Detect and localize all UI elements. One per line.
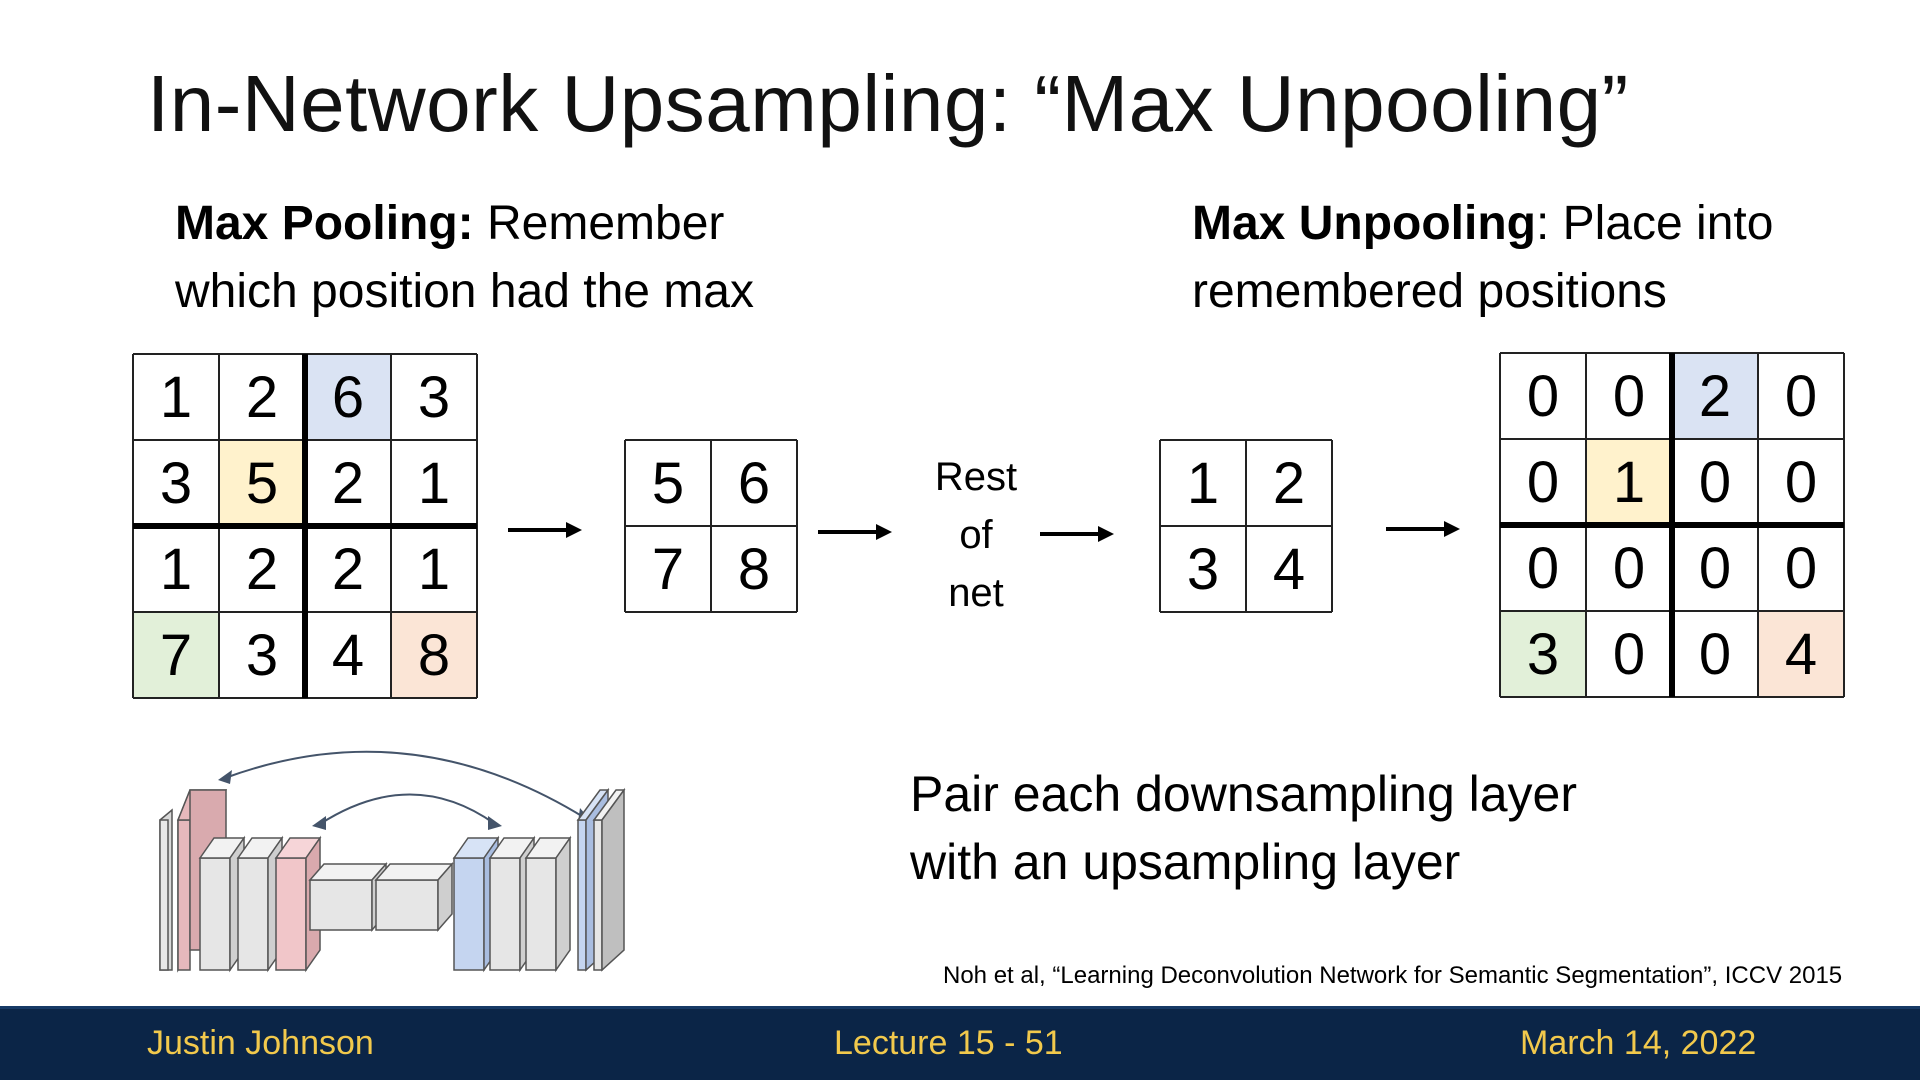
grid-cell: 0 xyxy=(1526,535,1560,601)
grid-cell: 0 xyxy=(1612,621,1646,687)
slide-title: In-Network Upsampling: “Max Unpooling” xyxy=(147,59,1629,148)
grid-cell: 5 xyxy=(219,440,305,526)
grid-cell: 0 xyxy=(1698,449,1732,515)
pair-layers-note: Pair each downsampling layer with an ups… xyxy=(910,760,1577,896)
grid-cell: 8 xyxy=(737,536,771,602)
max-pooling-label: Max Pooling: xyxy=(175,197,474,250)
grid-lines xyxy=(132,353,478,699)
pair-layers-line-1: Pair each downsampling layer xyxy=(910,766,1578,822)
grid-cell: 2 xyxy=(1672,353,1758,439)
arrow-icon xyxy=(508,522,582,538)
grid-cell: 2 xyxy=(245,364,279,430)
grid-cell: 6 xyxy=(305,354,391,440)
grid-cell: 8 xyxy=(391,612,477,698)
footer-date: March 14, 2022 xyxy=(1520,1024,1757,1062)
grid-cell: 6 xyxy=(737,450,771,516)
grid-cell: 1 xyxy=(1186,450,1220,516)
grid-cell: 0 xyxy=(1784,363,1818,429)
grid-cell: 0 xyxy=(1612,363,1646,429)
grid-cell: 3 xyxy=(1186,536,1220,602)
grid-cell: 5 xyxy=(651,450,685,516)
grid-cell: 1 xyxy=(417,536,451,602)
grid-cell: 1 xyxy=(159,536,193,602)
grid-cell: 7 xyxy=(133,612,219,698)
max-pooling-text-1: Remember xyxy=(473,197,725,250)
grid-lines xyxy=(624,439,798,613)
grid-cell: 2 xyxy=(1272,450,1306,516)
grid-cell: 4 xyxy=(1758,611,1844,697)
grid-cell: 0 xyxy=(1784,535,1818,601)
pair-layers-line-2: with an upsampling layer xyxy=(910,834,1461,890)
arrow-icon xyxy=(1386,521,1460,537)
of-word: of xyxy=(959,513,993,557)
grid-lines xyxy=(1159,439,1333,613)
grid-cell: 7 xyxy=(651,536,685,602)
footer-author: Justin Johnson xyxy=(147,1024,374,1062)
footer-lecture: Lecture 15 - 51 xyxy=(834,1024,1063,1062)
grid-cell: 2 xyxy=(331,450,365,516)
max-pooling-text-2: which position had the max xyxy=(175,265,754,318)
grid-cell: 2 xyxy=(331,536,365,602)
grid-cell: 1 xyxy=(417,450,451,516)
grid-cell: 4 xyxy=(1272,536,1306,602)
grid-cell: 0 xyxy=(1526,363,1560,429)
grid-cell: 1 xyxy=(1586,439,1672,525)
net-word: net xyxy=(948,571,1004,615)
grid-cell: 4 xyxy=(331,622,365,688)
encoder-decoder-network-illustration xyxy=(159,750,626,973)
max-unpooling-description: Max Unpooling: Place into remembered pos… xyxy=(1192,190,1773,326)
max-unpooling-text-1: : Place into xyxy=(1535,197,1774,250)
max-unpooling-text-2: remembered positions xyxy=(1192,265,1667,318)
grid-cell: 0 xyxy=(1784,449,1818,515)
grid-cell: 3 xyxy=(417,364,451,430)
rest-word: Rest xyxy=(934,455,1018,499)
grid-cell: 2 xyxy=(245,536,279,602)
grid-cell: 1 xyxy=(159,364,193,430)
grid-cell: 0 xyxy=(1698,535,1732,601)
max-unpooling-label: Max Unpooling xyxy=(1192,197,1536,250)
citation: Noh et al, “Learning Deconvolution Netwo… xyxy=(943,962,1843,989)
arrow-icon xyxy=(818,524,892,540)
grid-cell: 3 xyxy=(245,622,279,688)
arrow-icon xyxy=(1040,526,1114,542)
grid-lines xyxy=(1499,352,1845,698)
grid-cell: 0 xyxy=(1612,535,1646,601)
grid-cell: 0 xyxy=(1526,449,1560,515)
grid-cell: 3 xyxy=(159,450,193,516)
max-pooling-description: Max Pooling: Remember which position had… xyxy=(175,190,754,326)
grid-cell: 0 xyxy=(1698,621,1732,687)
slide-footer: Justin Johnson Lecture 15 - 51 March 14,… xyxy=(0,1006,1920,1080)
grid-cell: 3 xyxy=(1500,611,1586,697)
rest-of-net-label: Rest of net xyxy=(920,448,1032,622)
